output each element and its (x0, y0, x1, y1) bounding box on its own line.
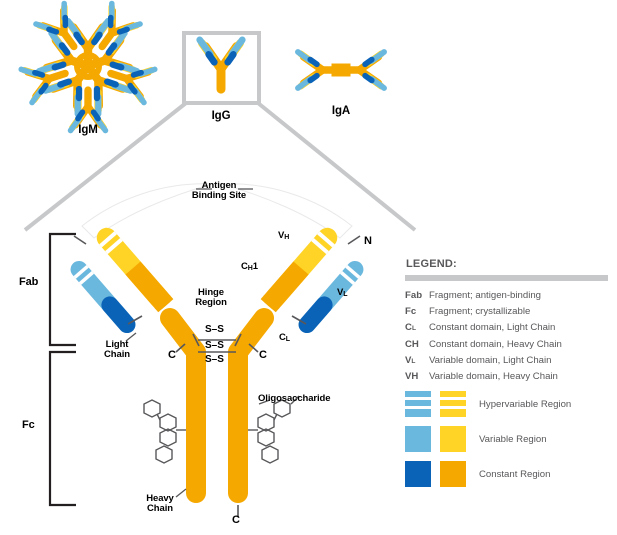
svg-text:S–S: S–S (205, 340, 224, 351)
oligosaccharide-left (143, 399, 186, 464)
legend-definition: Fragment; antigen-binding (429, 290, 541, 301)
antigen-binding-site-shape (81, 183, 353, 239)
legend-row: CL Constant domain, Light Chain (405, 322, 611, 333)
n-terminus-label: N (364, 235, 372, 247)
legend-swatch-row: Constant Region (405, 461, 611, 488)
legend-abbr: CH (405, 338, 419, 350)
light-chain-left (70, 260, 136, 334)
legend-row: VL Variable domain, Light Chain (405, 355, 611, 366)
heavy-chain-left (96, 227, 206, 503)
legend-definition: Variable domain, Light Chain (429, 354, 552, 366)
c-terminus-right-label: C (259, 349, 267, 361)
svg-text:S–S: S–S (205, 354, 224, 365)
legend-swatches: Hypervariable Region Variable Region Con… (405, 391, 611, 488)
disulfide-bonds (127, 315, 307, 353)
legend-divider (405, 275, 608, 281)
fc-bracket (48, 350, 76, 507)
ch1-label: CH1 (241, 261, 258, 272)
swatch-light-chain (405, 461, 431, 488)
svg-text:S–S: S–S (205, 324, 224, 335)
vl-label: VL (337, 287, 348, 298)
fab-bracket-label: Fab (19, 276, 39, 288)
swatch-label: Variable Region (479, 433, 547, 445)
oligosaccharide-right (248, 395, 300, 464)
swatch-light-chain (405, 426, 431, 453)
legend-definition: Fragment; crystallizable (429, 306, 531, 318)
legend-row: Fc Fragment; crystallizable (405, 306, 611, 317)
legend-row: Fab Fragment; antigen-binding (405, 290, 611, 301)
heavy-chain-right (228, 227, 338, 503)
igm-structure (21, 3, 155, 130)
legend-title: LEGEND: (406, 258, 457, 270)
legend-row: CH Constant domain, Heavy Chain (405, 339, 611, 350)
terminus-ticks (73, 235, 361, 517)
legend-definition: Constant domain, Heavy Chain (429, 338, 562, 350)
swatch-heavy-chain (440, 461, 466, 488)
legend-panel: LEGEND: Fab Fragment; antigen-binding Fc… (405, 258, 611, 496)
swatch-light-chain (405, 391, 431, 418)
hinge-disulfide-labels: S–S S–S S–S (205, 324, 224, 365)
c-terminus-left-label: C (168, 349, 176, 361)
legend-swatch-row: Hypervariable Region (405, 391, 611, 418)
label-leader-lines (125, 188, 271, 498)
legend-definition: Variable domain, Heavy Chain (429, 371, 558, 383)
swatch-label: Constant Region (479, 468, 551, 480)
isotype-label-igm: IgM (78, 124, 98, 136)
legend-row: VH Variable domain, Heavy Chain (405, 371, 611, 382)
legend-swatch-row: Variable Region (405, 426, 611, 453)
legend-abbr: CL (405, 322, 416, 334)
magnifier-lines (23, 101, 417, 232)
legend-definition: Constant domain, Light Chain (429, 322, 556, 334)
oligosaccharide-label: Oligosaccharide (258, 393, 331, 404)
legend-abbr: Fc (405, 306, 417, 318)
iga-structure (298, 52, 384, 88)
igg-highlight-box (182, 31, 261, 105)
c-terminus-bottom-label: C (232, 514, 240, 526)
fc-bracket-label: Fc (22, 419, 35, 431)
light-chain-right (298, 260, 364, 334)
swatch-label: Hypervariable Region (479, 398, 572, 410)
cl-label: CL (279, 332, 290, 343)
legend-abbr: VL (405, 354, 416, 366)
legend-abbr: Fab (405, 290, 423, 301)
isotype-label-igg: IgG (211, 110, 231, 122)
legend-abbr: VH (405, 371, 419, 383)
vh-label: VH (278, 230, 290, 241)
swatch-heavy-chain (440, 426, 466, 453)
isotype-label-iga: IgA (331, 105, 351, 117)
fab-bracket (48, 232, 76, 347)
swatch-heavy-chain (440, 391, 466, 418)
